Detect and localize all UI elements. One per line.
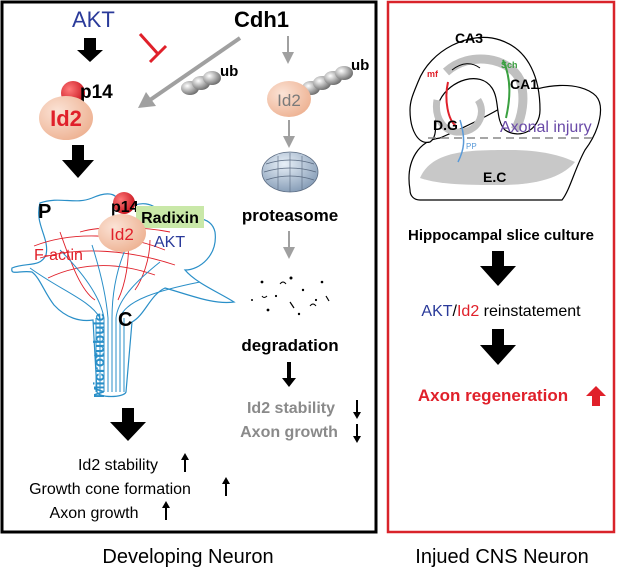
degradation-down-arrow [282, 362, 296, 387]
proteasome-label: proteasome [242, 206, 338, 225]
reinstatement-label: reinstatement [479, 303, 581, 320]
ca1-label: CA1 [510, 76, 538, 92]
p14-label-top: p14 [80, 82, 113, 103]
injured-panel [386, 0, 616, 534]
akt-label-cone: AKT [154, 234, 185, 251]
slash-label: / [453, 303, 458, 320]
ubiquitin-chain-left [181, 71, 221, 95]
ub-label-left: ub [220, 63, 238, 80]
cone-down-arrow [110, 408, 146, 441]
down-arrows-right [353, 400, 361, 443]
cdh1-arrow-head [138, 92, 156, 108]
p-label: P [38, 201, 51, 223]
left-out-3: Axon growth [50, 505, 139, 522]
growth-cone [11, 193, 236, 398]
c-label: C [118, 309, 132, 331]
microtubule-label: Microtubule [91, 313, 108, 398]
injured-caption: Injued CNS Neuron [415, 546, 588, 568]
id2-label-main: Id2 [50, 106, 82, 131]
akt-inhibit-line [138, 32, 160, 56]
slice-down-arrow [480, 251, 516, 286]
p14-ball-cone [113, 192, 135, 214]
id2-label-cone: Id2 [110, 225, 134, 244]
developing-caption: Developing Neuron [102, 546, 273, 568]
pp-label: PP [466, 142, 477, 151]
cdh1-label: Cdh1 [234, 7, 289, 32]
developing-panel [0, 0, 378, 534]
ubiquitin-chain-right [302, 66, 353, 95]
regeneration-up-icon [586, 386, 606, 406]
proteasome-icon [261, 151, 319, 193]
reinstatement-line: AKT/Id2 reinstatement [421, 303, 581, 320]
left-out-1: Id2 stability [78, 457, 158, 474]
ec-label: E.C [483, 169, 506, 185]
dg-label: D.G [433, 117, 458, 133]
akt-down-arrow [77, 38, 103, 62]
axonal-injury-label: Axonal injury [500, 119, 592, 136]
ca3-label: CA3 [455, 30, 483, 46]
ub-label-right: ub [351, 57, 369, 74]
hippocampus-slice [408, 36, 602, 201]
id2-down-arrow [62, 145, 94, 178]
left-out-2: Growth cone formation [29, 481, 191, 498]
cdh1-to-id2-arrow [148, 36, 242, 102]
right-out-1: Id2 stability [247, 400, 335, 417]
radixin-label: Radixin [141, 210, 199, 227]
right-out-2: Axon growth [240, 424, 338, 441]
mf-label: mf [427, 69, 439, 79]
id2-ball-right [267, 81, 311, 117]
axon-regeneration-label: Axon regeneration [418, 386, 568, 405]
id2-ball-cone [98, 214, 146, 252]
sch-label: Sch [501, 60, 518, 70]
degradation-fragments-icon [251, 276, 330, 316]
id2-reinstate-label: Id2 [457, 303, 479, 320]
akt-reinstate-label: AKT [421, 303, 452, 320]
reinstate-down-arrow [480, 329, 516, 365]
slice-culture-label: Hippocampal slice culture [408, 227, 594, 244]
factin-label: F-actin [34, 247, 83, 264]
up-arrows-left [162, 453, 230, 520]
akt-inhibit-bar [148, 44, 168, 64]
akt-label: AKT [72, 7, 115, 32]
degradation-label: degradation [241, 336, 338, 355]
id2-ball-main [39, 96, 93, 140]
id2-label-right: Id2 [277, 91, 301, 110]
p14-label-cone: p14 [111, 199, 139, 216]
radixin-box [136, 206, 204, 228]
